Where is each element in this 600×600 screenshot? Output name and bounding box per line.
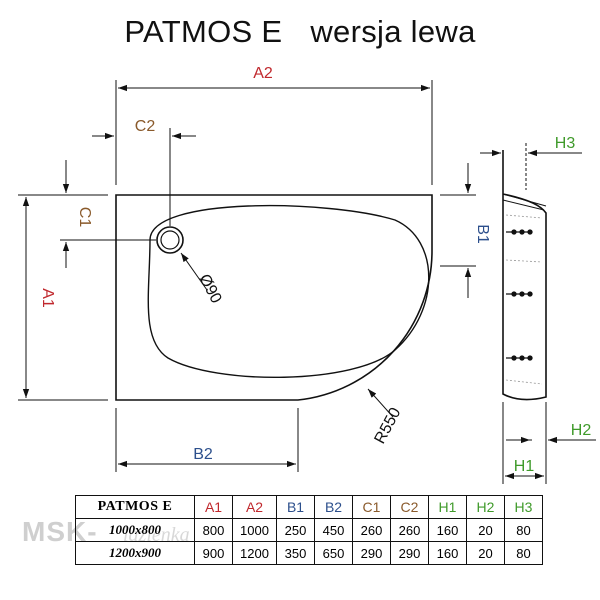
table-header-b1: B1 <box>276 495 315 519</box>
diagram-title: PATMOS E wersja lewa <box>0 14 600 50</box>
dimension-h1 <box>502 402 547 484</box>
table-cell: 20 <box>466 518 505 542</box>
label-a1: A1 <box>39 288 56 308</box>
label-b1: B1 <box>474 224 491 244</box>
label-c1: C1 <box>76 207 93 228</box>
table-cell: 350 <box>276 541 315 565</box>
table-header-c1: C1 <box>352 495 391 519</box>
table-cell: 290 <box>390 541 429 565</box>
dimension-c2 <box>92 128 196 226</box>
table-cell: 800 <box>194 518 233 542</box>
table-header-row: PATMOS E A1 A2 B1 B2 C1 C2 H1 H2 H3 <box>75 495 543 519</box>
profile-basin-wall <box>502 193 547 211</box>
dimension-c1 <box>60 160 156 268</box>
label-c2: C2 <box>135 118 156 135</box>
profile-outline <box>502 150 547 401</box>
dimension-b1 <box>440 163 476 298</box>
table-cell: 260 <box>352 518 391 542</box>
table-cell: 1200 <box>232 541 277 565</box>
table-header-a2: A2 <box>232 495 277 519</box>
table-cell: 80 <box>504 518 543 542</box>
tray-outline <box>115 194 433 401</box>
drain-leader <box>180 252 208 291</box>
table-cell: 1000 <box>232 518 277 542</box>
label-b2: B2 <box>193 446 213 463</box>
table-cell: 160 <box>428 518 467 542</box>
table-header-h2: H2 <box>466 495 505 519</box>
drain-inner <box>160 230 180 250</box>
table-cell: 160 <box>428 541 467 565</box>
table-cell: 900 <box>194 541 233 565</box>
table-row: 1200x900 900 1200 350 650 290 290 160 20… <box>75 541 543 565</box>
table-cell: 650 <box>314 541 353 565</box>
table-row: 1000x800 800 1000 250 450 260 260 160 20… <box>75 518 543 542</box>
dimension-table: PATMOS E A1 A2 B1 B2 C1 C2 H1 H2 H3 1000… <box>75 495 543 565</box>
table-header-model: PATMOS E <box>75 495 195 519</box>
title-variant: wersja lewa <box>310 14 476 49</box>
table-cell: 250 <box>276 518 315 542</box>
table-cell: 260 <box>390 518 429 542</box>
radius-leader <box>367 388 394 418</box>
table-cell-model: 1000x800 <box>75 518 195 542</box>
table-cell: 290 <box>352 541 391 565</box>
dimension-h3 <box>480 143 582 190</box>
label-a2: A2 <box>253 65 273 82</box>
dimension-a2 <box>115 80 433 185</box>
label-h1: H1 <box>514 458 535 475</box>
table-header-h1: H1 <box>428 495 467 519</box>
label-drain: Ø90 <box>195 272 224 307</box>
table-cell: 80 <box>504 541 543 565</box>
dimension-a1 <box>18 194 108 401</box>
tray-basin <box>147 204 430 378</box>
table-cell: 450 <box>314 518 353 542</box>
table-cell: 20 <box>466 541 505 565</box>
title-model: PATMOS E <box>124 14 283 49</box>
dimension-b2 <box>115 408 299 472</box>
label-h3: H3 <box>555 135 576 152</box>
drain-outer <box>156 226 184 254</box>
table-header-a1: A1 <box>194 495 233 519</box>
table-cell-model: 1200x900 <box>75 541 195 565</box>
table-header-b2: B2 <box>314 495 353 519</box>
label-h2: H2 <box>571 422 592 439</box>
table-header-c2: C2 <box>390 495 429 519</box>
label-radius: R550 <box>372 405 405 447</box>
adjustable-feet <box>506 229 533 361</box>
table-header-h3: H3 <box>504 495 543 519</box>
